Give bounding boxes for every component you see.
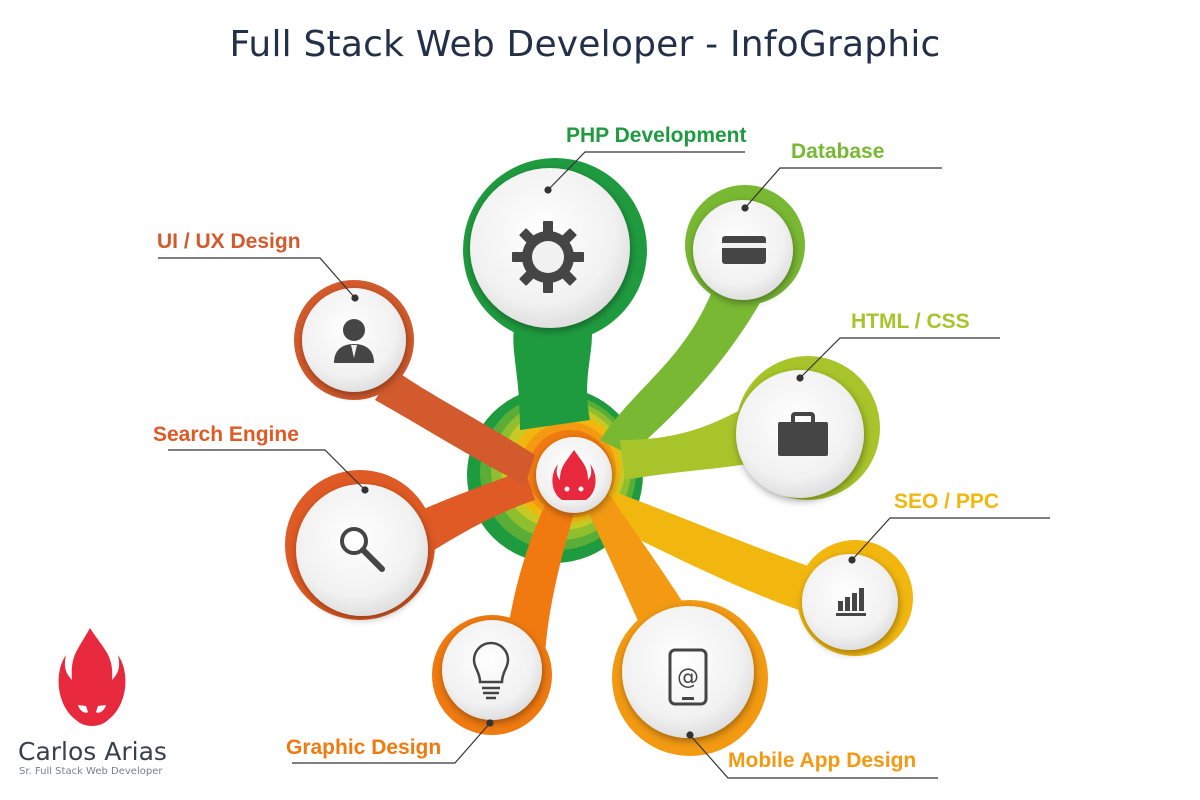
arm-html — [620, 400, 770, 480]
arm-seo — [600, 490, 830, 620]
label-database: Database — [791, 140, 885, 163]
leader-php — [547, 151, 745, 191]
label-html-css: HTML / CSS — [851, 310, 970, 333]
briefcase-icon — [778, 412, 828, 456]
arms-layer — [375, 270, 830, 655]
magnifier-icon — [340, 527, 385, 572]
leader-graphic — [292, 722, 491, 764]
label-mobile-app-design: Mobile App Design — [728, 749, 917, 772]
label-php-development: PHP Development — [566, 124, 747, 147]
svg-text:@: @ — [677, 665, 699, 690]
brand-name: Carlos Arias — [18, 737, 167, 766]
leader-database — [744, 167, 942, 209]
arm-graphic — [505, 505, 575, 655]
page-title: Full Stack Web Developer - InfoGraphic — [229, 24, 941, 65]
leader-uiux — [158, 257, 356, 299]
arm-database — [600, 270, 770, 455]
icons: @ — [334, 221, 866, 706]
flame-icon — [552, 450, 596, 500]
credit-card-icon — [722, 236, 766, 264]
mobile-at-icon: @ — [668, 648, 708, 706]
user-icon — [334, 319, 374, 363]
leader-seo — [851, 517, 1050, 561]
label-search-engine: Search Engine — [153, 423, 299, 446]
lightbulb-icon — [472, 641, 510, 700]
leader-lines — [158, 151, 1050, 779]
disc-graphic — [442, 620, 542, 720]
leader-mobile — [689, 734, 938, 779]
label-seo-ppc: SEO / PPC — [894, 490, 1000, 513]
label-ui-ux-design: UI / UX Design — [157, 230, 301, 253]
label-graphic-design: Graphic Design — [286, 736, 442, 759]
flame-logo-icon — [58, 628, 126, 726]
arm-uiux — [375, 370, 535, 485]
disc-mobile — [622, 606, 754, 738]
leader-search — [168, 449, 366, 491]
bar-chart-icon — [836, 588, 866, 616]
gear-icon — [512, 221, 584, 293]
brand-subtitle: Sr. Full Stack Web Developer — [19, 766, 163, 777]
leader-html — [799, 337, 1000, 379]
